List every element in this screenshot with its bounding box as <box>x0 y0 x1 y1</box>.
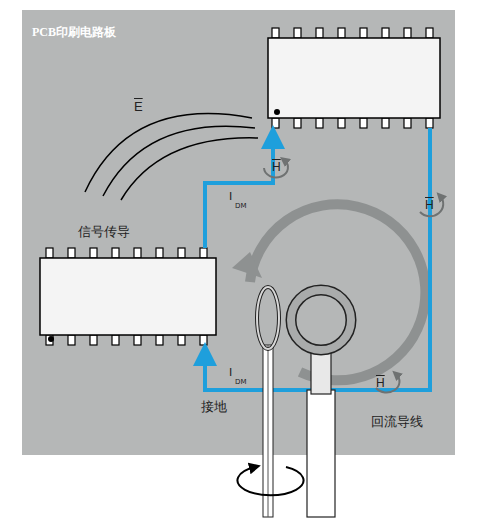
current-symbol: I <box>229 190 232 203</box>
loop-probe <box>257 287 279 517</box>
ring-probe <box>291 290 351 517</box>
board-title: PCB印刷电路板 <box>32 24 116 41</box>
current-subscript: DM <box>235 378 246 386</box>
loop-arrow-head <box>232 252 262 278</box>
field-symbol: H <box>425 198 434 212</box>
ic-chip <box>40 248 216 345</box>
field-symbol: E <box>134 99 143 114</box>
return-trace <box>205 128 430 390</box>
signal-label: 信号传导 <box>78 223 130 241</box>
ic-chip <box>268 28 440 128</box>
rotation-arrow <box>238 467 304 495</box>
current-symbol: I <box>229 366 232 379</box>
e-field-lines <box>85 114 258 200</box>
signal-trace <box>205 137 273 248</box>
return-label: 回流导线 <box>371 413 423 431</box>
field-symbol: H <box>376 376 385 390</box>
loop-current-arrow <box>250 204 425 380</box>
current-subscript: DM <box>235 202 246 210</box>
ground-label: 接地 <box>201 398 227 416</box>
field-symbol: H <box>272 160 281 174</box>
h-field-rings <box>264 160 443 392</box>
